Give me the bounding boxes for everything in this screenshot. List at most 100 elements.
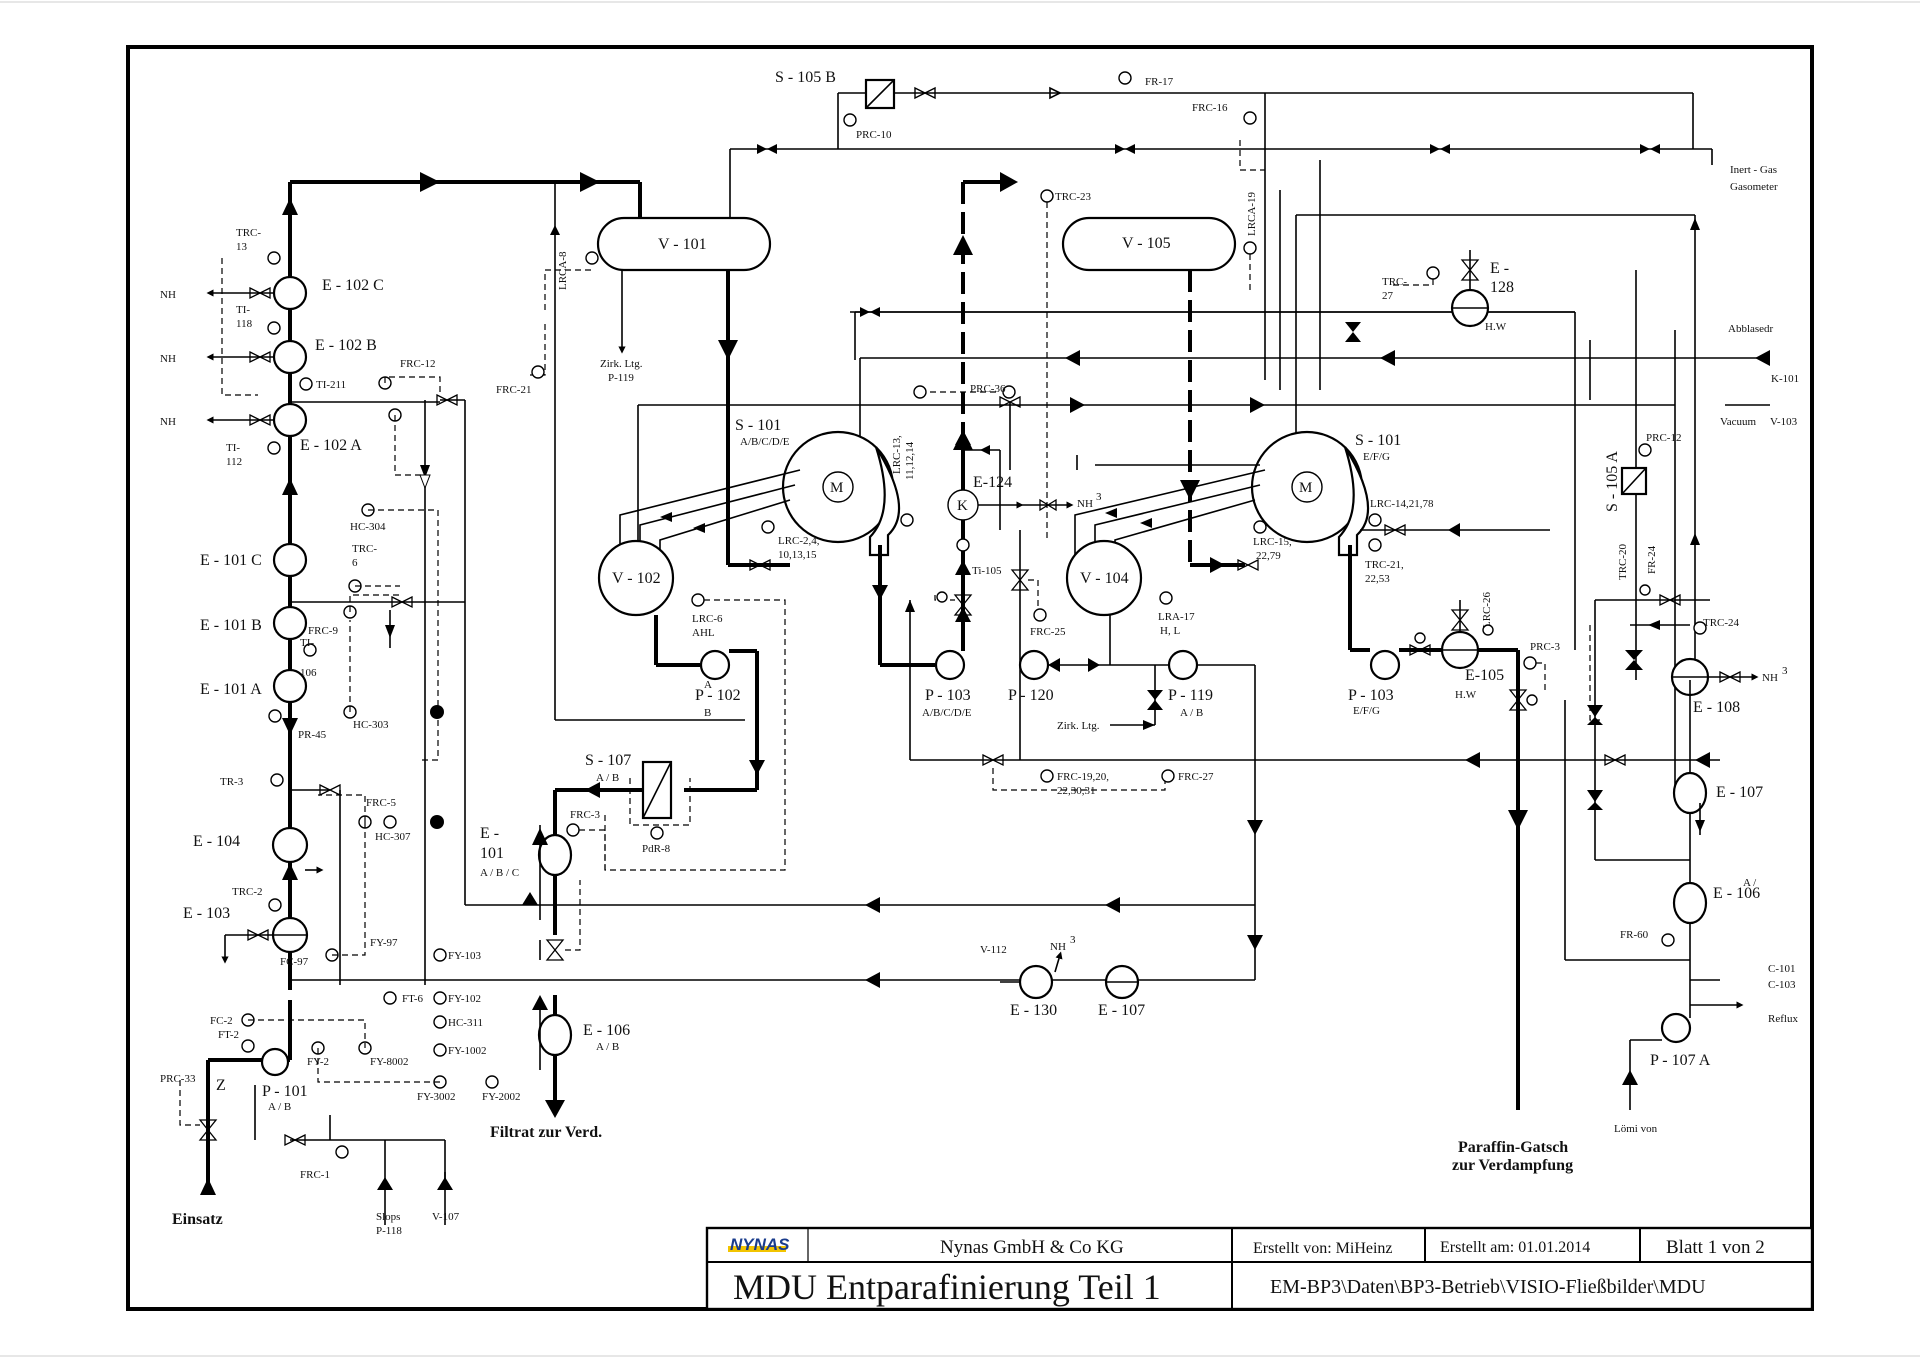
svg-text:3: 3 [1070,934,1076,946]
p103a-sub-label: A/B/C/D/E [922,707,972,719]
e106-right-sub-label: A / [1743,877,1757,889]
exchanger-stack: E - 102 C E - 102 B E - 102 A E - 101 C … [183,275,384,954]
reflux-label: Reflux [1768,1013,1798,1025]
e106-right-label: E - 106 [1713,885,1760,902]
trc21a-label: TRC-21, [1365,559,1404,571]
s105b-filter: S - 105 B PRC-10 FR-17 FRC-16 [775,69,1257,141]
s105b-label: S - 105 B [775,69,836,86]
hc304-label: HC-304 [350,521,386,533]
zirk-ltg1-label: Zirk. Ltg. [600,358,643,370]
e101c-label: E - 101 C [200,552,262,569]
e106-left: E - 106 A / B [532,995,630,1118]
nh-e130-label: NH [1050,941,1066,953]
p107a-pump: P - 107 A Lömi von [1614,1012,1711,1135]
svg-text:K: K [957,498,968,514]
p102-label: P - 102 [695,687,741,704]
e102b-label: E - 102 B [315,337,377,354]
trc20-label: TRC-20 [1617,543,1629,580]
e107-e106-right: E - 107 E - 106 A / FR-60 C-101 C-103 Re… [1564,680,1798,1025]
inert-gas-label: Inert - Gas [1730,164,1777,176]
created-by: Erstellt von: MiHeinz [1253,1240,1393,1257]
gasometer-label: Gasometer [1730,181,1778,193]
p120-pump: P - 120 [1008,649,1175,704]
p103a-label: P - 103 [925,687,971,704]
lrc14-label: LRC-14,21,78 [1370,498,1434,510]
created-on: Erstellt am: 01.01.2014 [1440,1239,1590,1256]
frc9-label: FRC-9 [308,625,338,637]
lrca19-label: LRCA-19 [1246,192,1258,237]
prc36-label: PRC-36 [970,383,1006,395]
ft6-label: FT-6 [402,993,423,1005]
z-label: Z [216,1077,226,1094]
s101a-sub-label: A/B/C/D/E [740,436,790,448]
frc12-label: FRC-12 [400,358,435,370]
frc25-area: FRC-25 [1010,530,1066,760]
svg-text:3: 3 [1782,665,1788,677]
p103-efg: P - 103 E/F/G [1348,632,1445,717]
fy2002-label: FY-2002 [482,1091,521,1103]
ti112b-label: 112 [226,456,242,468]
zirk-ltg2-label: Zirk. Ltg. [1057,720,1100,732]
trc6b-label: 6 [352,557,358,569]
v105-vessel: V - 105 TRC-23 LRCA-19 [953,140,1265,600]
k101-label: K-101 [1771,373,1799,385]
e108-label: E - 108 [1693,699,1740,716]
c103-label: C-103 [1768,979,1796,991]
nh-label-3: NH [160,416,176,428]
fy1002-label: FY-1002 [448,1045,487,1057]
p102-pump: P - 102 A B [684,649,765,792]
hc303-label: HC-303 [353,719,389,731]
lrca8-label: LRCA-8 [557,251,569,290]
p103e-label: P - 103 [1348,687,1394,704]
s107-filter: S - 107 A / B PdR-8 FRC-3 [555,752,691,870]
frc19-line: FRC-19,20, 22,30,31 FRC-27 [910,752,1720,797]
s101a-label: S - 101 [735,417,781,434]
lra17-sub-label: H, L [1160,625,1180,637]
title-block: NYNAS Nynas GmbH & Co KG Erstellt von: M… [705,1226,1814,1311]
e104-label: E - 104 [193,833,240,850]
ft2-label: FT-2 [218,1029,239,1041]
frc3-label: FRC-3 [570,809,600,821]
trc21b-label: 22,53 [1365,573,1390,585]
file-path: EM-BP3\Daten\BP3-Betrieb\VISIO-Fließbild… [1270,1276,1706,1298]
p119-sub-label: A / B [1180,707,1203,719]
prc10-label: PRC-10 [856,129,892,141]
drawing-border [126,45,1814,1311]
e106-left-sub-label: A / B [596,1041,619,1053]
e103-label: E - 103 [183,905,230,922]
e101-left: E - 101 A / B / C [480,790,581,961]
frc1920a-label: FRC-19,20, [1057,771,1109,783]
v102-vessel: V - 102 LRC-6 AHL [597,539,786,871]
e107-bottom-label: E - 107 [1098,1002,1145,1019]
e101a-label: E - 101 A [200,681,262,698]
trc27a-label: TRC- [1382,276,1407,288]
v105-label: V - 105 [1122,235,1171,252]
e101-left-num-label: 101 [480,845,504,862]
frc1920b-label: 22,30,31 [1057,785,1096,797]
svg-text:M: M [1299,480,1312,496]
filtrat-label: Filtrat zur Verd. [490,1124,602,1141]
v101-label: V - 101 [658,236,707,253]
zirk-p119-label: P-119 [608,372,634,384]
frc21-label: FRC-21 [496,384,531,396]
prc12-label: PRC-12 [1646,432,1681,444]
lrc24b-label: 10,13,15 [778,549,817,561]
v104-label: V - 104 [1080,570,1129,587]
p118-label: P-118 [376,1225,402,1237]
trc2-label: TRC-2 [232,886,263,898]
left-process-lines [254,393,1255,1225]
nh3-branches: NH NH NH [160,286,274,964]
e105-exchanger: E-105 H.W PRC-3 LRC-26 [1440,591,1560,1110]
e128-num-label: 128 [1490,279,1514,296]
e102c-label: E - 102 C [322,277,384,294]
prc3-label: PRC-3 [1530,641,1560,653]
tr3-label: TR-3 [220,776,244,788]
fr60-label: FR-60 [1620,929,1649,941]
e102a-label: E - 102 A [300,437,362,454]
lrc6-label: LRC-6 [692,613,723,625]
a-lbl-label: A [704,679,712,691]
ti211-label: TI-211 [316,379,346,391]
lrc6-sub-label: AHL [692,627,715,639]
e128-label: E - [1490,260,1509,277]
ti106a-label: TI- [300,637,314,649]
